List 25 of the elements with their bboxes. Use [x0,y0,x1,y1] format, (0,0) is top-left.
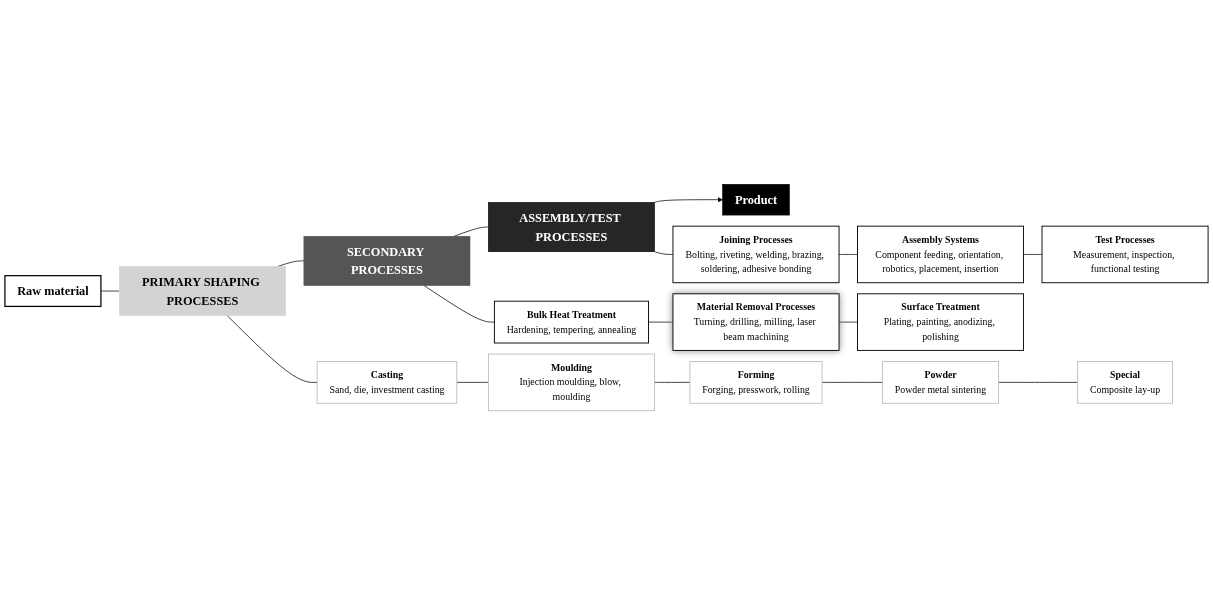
node-box: ASSEMBLY/TEST PROCESSES [488,202,655,252]
node-box: Product [722,184,790,216]
connector [838,321,858,323]
node-box: Casting Sand, die, investment casting [316,361,458,404]
connector [654,251,674,255]
node-box: Powder Powder metal sintering [882,361,999,404]
node-box: PRIMARY SHAPING PROCESSES [119,266,286,316]
connector [100,290,120,292]
node-box: Special Composite lay-up [1077,361,1173,404]
node-box: Moulding Injection moulding, blow, moulding [487,353,655,412]
node-box: Bulk Heat Treatment Hardening, tempering, annealing [493,300,649,344]
connector [648,321,674,323]
node-box: Test Processes Measurement, inspection, functional testing [1041,225,1209,284]
node-box: Joining Processes Bolting, riveting, welding, brazing, soldering, adhesive bonding [672,225,840,284]
node-box: Surface Treatment Plating, painting, anodizing, polishing [857,293,1024,351]
connector [1023,254,1043,255]
node-box: Assembly Systems Component feeding, orientation, robotics, placement, insertion [857,225,1024,284]
node-box: Forming Forging, presswork, rolling [689,361,823,404]
node-box: Raw material [4,275,102,308]
connector [226,315,318,383]
node-box: SECONDARY PROCESSES [303,236,471,286]
node-box: Material Removal Processes Turning, drilling, milling, laser beam machining [672,293,840,351]
connector [423,285,495,323]
connector [838,254,858,255]
connector [453,226,489,237]
